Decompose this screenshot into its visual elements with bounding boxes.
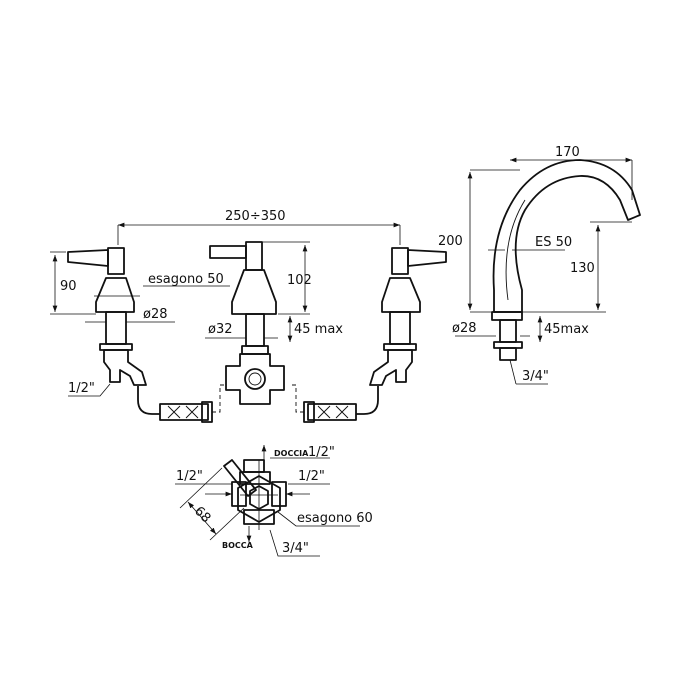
spout-height-label: 200 (438, 234, 463, 249)
max-thickness-label: 45 max (294, 322, 343, 337)
center-height-label: 102 (287, 273, 312, 288)
hex-left-label: esagono 50 (148, 272, 224, 287)
dia-left-label: ø28 (143, 307, 168, 322)
right-inlet-label: 1/2" (298, 469, 325, 484)
left-inlet-label: 1/2" (176, 469, 203, 484)
left-valve (67, 247, 226, 423)
handle-height-label: 90 (60, 279, 77, 294)
diverter-outlet-label: 3/4" (282, 541, 309, 556)
spout-hex-label: ES 50 (535, 235, 572, 250)
shower-size-label: 1/2" (308, 445, 335, 460)
spout (491, 159, 641, 361)
spout-outlet-label: BOCCA (222, 541, 254, 550)
right-valve (290, 247, 447, 423)
shower-label: DOCCIA (274, 449, 309, 458)
outlet-height-label: 130 (570, 261, 595, 276)
reach-label: 170 (555, 145, 580, 160)
spout-max-label: 45max (544, 322, 589, 337)
spout-dia-label: ø28 (452, 321, 477, 336)
center-valve (209, 241, 285, 405)
dimension-lines (50, 157, 633, 557)
dia-center-label: ø32 (208, 322, 233, 337)
width-range-label: 250÷350 (225, 209, 286, 224)
spout-thread-label: 3/4" (522, 369, 549, 384)
inlet-label: 1/2" (68, 381, 95, 396)
diverter-hex-label: esagono 60 (297, 511, 373, 526)
lever-length-label: 68 (191, 504, 213, 526)
diverter-valve (223, 459, 287, 530)
